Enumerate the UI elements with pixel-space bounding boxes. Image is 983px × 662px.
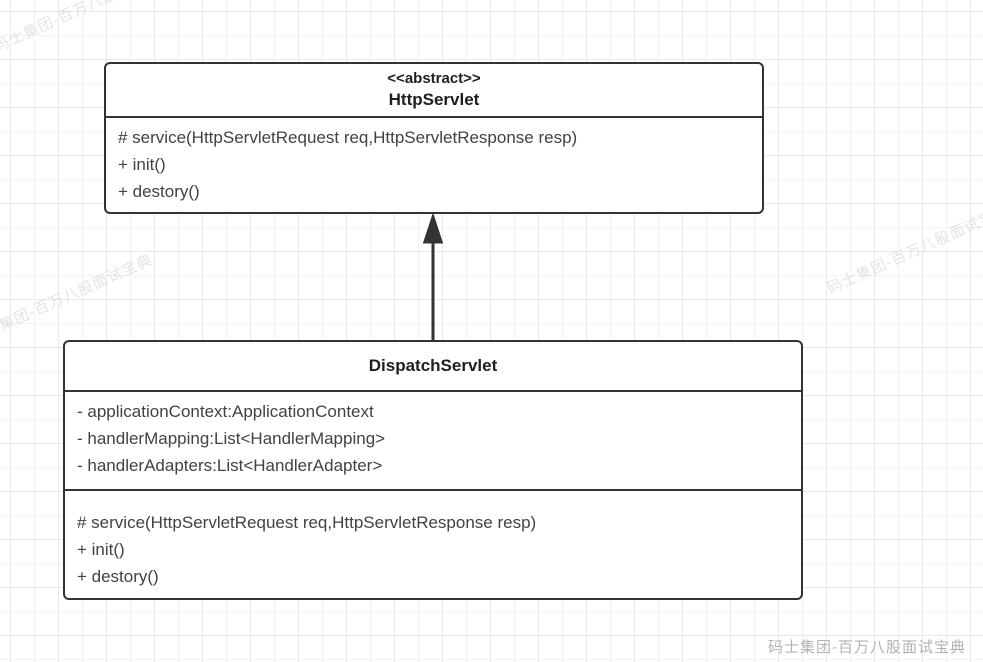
watermark-text: 码士集团-百万八股面试宝典 [768,639,966,656]
method-item: + destory() [77,567,159,586]
class-name: DispatchServlet [368,355,498,375]
fields-compartment-dispatchservlet: - applicationContext:ApplicationContext … [65,392,801,491]
method-item: + destory() [118,182,200,201]
class-box-dispatchservlet: DispatchServlet - applicationContext:App… [63,340,803,600]
class-title-httpservlet: <<abstract>> HttpServlet [106,64,762,118]
watermark-fragment: 码士集团-百万八股面试宝典 [0,251,156,348]
field-item: - handlerAdapters:List<HandlerAdapter> [77,456,383,475]
method-item: + init() [118,155,166,174]
class-stereotype: <<abstract>> [387,70,481,87]
methods-compartment-httpservlet: # service(HttpServletRequest req,HttpSer… [106,118,762,213]
method-item: # service(HttpServletRequest req,HttpSer… [118,128,578,147]
methods-compartment-dispatchservlet: # service(HttpServletRequest req,HttpSer… [65,491,801,598]
field-item: - applicationContext:ApplicationContext [77,402,374,421]
method-item: + init() [77,540,125,559]
watermark-fragment: 码士集团-百万八股面试宝典 [0,0,180,56]
class-box-httpservlet: <<abstract>> HttpServlet # service(HttpS… [104,62,764,214]
watermark-fragment: 码士集团-百万八股面试宝典 [824,201,983,298]
class-title-dispatchservlet: DispatchServlet [65,342,801,392]
field-item: - handlerMapping:List<HandlerMapping> [77,429,386,448]
method-item: # service(HttpServletRequest req,HttpSer… [77,513,537,532]
class-name: HttpServlet [388,90,480,109]
